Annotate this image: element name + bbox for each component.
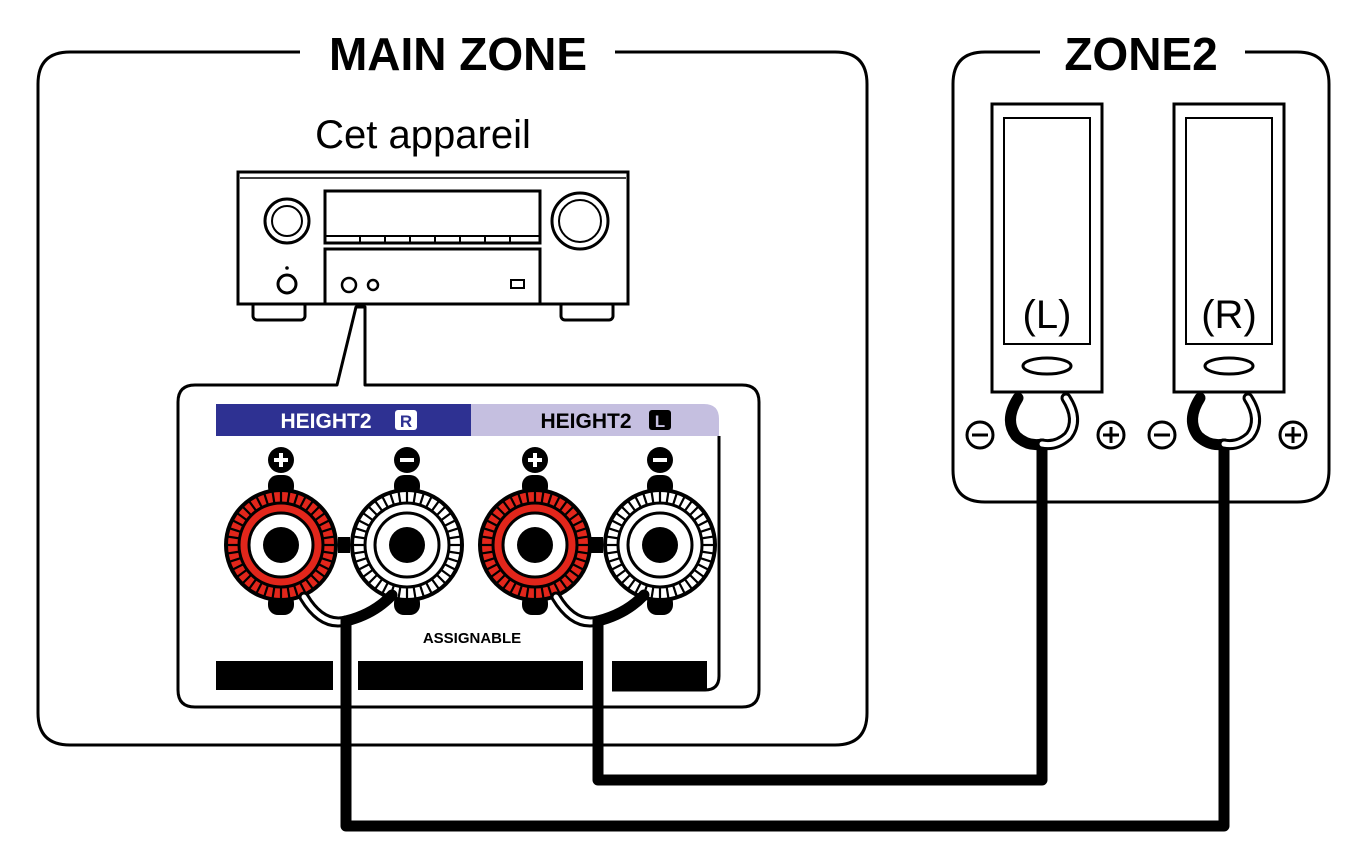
height2-l-label: HEIGHT2 xyxy=(540,410,631,433)
speaker-left: (L) xyxy=(990,102,1104,394)
speaker-right-label: (R) xyxy=(1201,293,1257,337)
plus-polarity-icon xyxy=(522,447,548,473)
height2-r-badge: R xyxy=(400,412,412,431)
height2-l-plus-terminal xyxy=(478,475,592,615)
speaker-left-label: (L) xyxy=(1023,293,1072,337)
minus-polarity-icon xyxy=(394,447,420,473)
height2-r-minus-terminal xyxy=(350,475,464,615)
plus-polarity-icon xyxy=(1096,420,1126,450)
main-zone-frame: MAIN ZONE xyxy=(36,28,869,747)
height2-l-minus-terminal xyxy=(603,475,717,615)
minus-polarity-icon xyxy=(647,447,673,473)
plus-polarity-icon xyxy=(1278,420,1308,450)
av-receiver-front xyxy=(236,170,630,322)
plus-polarity-icon xyxy=(268,447,294,473)
minus-polarity-icon xyxy=(965,420,995,450)
volume-knob-icon xyxy=(550,191,610,251)
rear-terminal-callout: HEIGHT2 R HEIGHT2 L ASSIGNA xyxy=(176,305,761,709)
device-label: Cet appareil xyxy=(315,113,531,157)
assignable-label: ASSIGNABLE xyxy=(423,630,521,647)
height2-l-badge: L xyxy=(655,412,665,431)
main-zone-title: MAIN ZONE xyxy=(329,28,587,80)
speaker-wires xyxy=(298,392,1261,832)
zone2-frame: ZONE2 xyxy=(951,28,1331,504)
speaker-right: (R) xyxy=(1172,102,1286,394)
minus-polarity-icon xyxy=(1147,420,1177,450)
height2-r-label: HEIGHT2 xyxy=(280,410,371,433)
power-button-icon xyxy=(276,273,298,295)
zone2-title: ZONE2 xyxy=(1064,28,1217,80)
height2-r-plus-terminal xyxy=(224,475,338,615)
